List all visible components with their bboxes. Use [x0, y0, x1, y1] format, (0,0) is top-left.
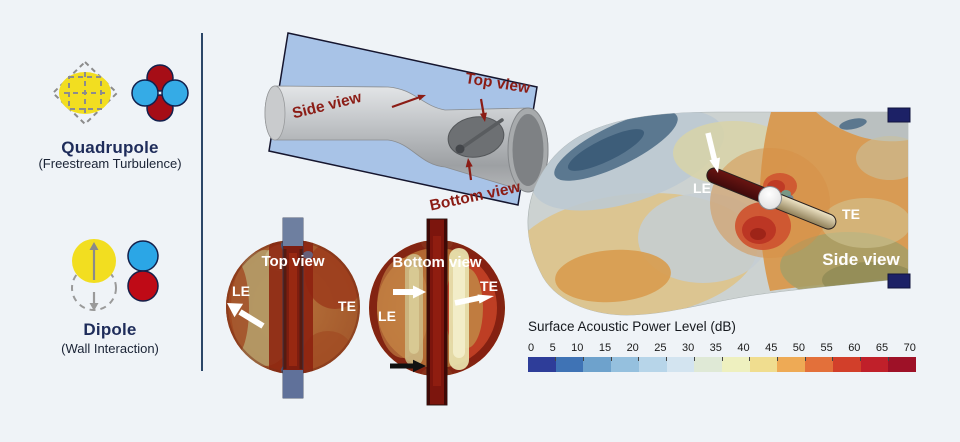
dipole-subtitle: (Wall Interaction)	[61, 341, 159, 356]
colorbar-segment	[528, 357, 556, 372]
flow-arrow	[227, 303, 265, 329]
flange-bottom	[887, 273, 911, 289]
quadrupole-lobes-icon	[131, 64, 189, 122]
tick-label: 65	[875, 342, 889, 354]
colorbar-title: Surface Acoustic Power Level (dB)	[528, 319, 736, 334]
le-label: LE	[378, 308, 396, 324]
te-label: TE	[842, 206, 860, 222]
tick-label: 35	[709, 342, 722, 354]
tick-label: 0	[528, 342, 535, 354]
le-label: LE	[693, 180, 711, 196]
bottom-view-title: Bottom view	[392, 254, 482, 271]
pipe-3d	[264, 85, 549, 193]
quadrupole-icons	[51, 60, 189, 126]
colorbar-segment	[776, 357, 806, 372]
shaft-arrow	[390, 359, 426, 373]
colorbar-segment	[887, 357, 917, 372]
tick-label: 45	[765, 342, 778, 354]
flow-arrow	[393, 285, 426, 299]
side-view-arrow	[391, 95, 421, 109]
le-label: LE	[232, 283, 250, 299]
colorbar-segment	[804, 357, 833, 372]
tick-label: 20	[626, 342, 639, 354]
colorbar-segment	[721, 357, 750, 372]
top-view-arrow	[479, 98, 485, 116]
top-view-title: Top view	[261, 253, 324, 270]
tick-label: 15	[598, 342, 612, 354]
tick-label: 25	[654, 342, 667, 354]
side-view-contour: LE TE Side view	[527, 107, 911, 316]
tick-label: 60	[848, 342, 861, 354]
panel-divider	[201, 33, 203, 371]
tick-label: 50	[792, 342, 806, 354]
colorbar-segment	[555, 357, 584, 372]
colorbar-segment	[832, 357, 861, 372]
colorbar-segment	[610, 357, 639, 372]
tick-label: 30	[681, 342, 695, 354]
valve-shaft	[426, 218, 448, 406]
tick-label: 10	[571, 342, 584, 354]
colorbar-ticks: 0 5 10 15 20 25 30 35 40 45 50 55 60 65 …	[528, 342, 916, 354]
colorbar-segment	[860, 357, 889, 372]
colorbar: Surface Acoustic Power Level (dB) 0 5 10…	[528, 319, 917, 372]
colorbar-segment	[638, 357, 667, 372]
quadrupole-subtitle: (Freestream Turbulence)	[38, 156, 182, 171]
top-view-contour: Top view LE TE	[226, 217, 360, 399]
tick-label: 40	[737, 342, 750, 354]
tick-label: 55	[820, 342, 833, 354]
flange-top	[887, 107, 911, 123]
dipole-lobes-icon	[127, 240, 159, 302]
tick-label: 5	[549, 342, 556, 354]
valve-shaft	[282, 217, 304, 399]
side-view-title: Side view	[822, 250, 900, 269]
quadrupole-source-icon	[51, 60, 119, 126]
colorbar-segment	[582, 357, 612, 372]
te-label: TE	[480, 278, 498, 294]
colorbar-segment	[749, 357, 778, 372]
te-arrow	[454, 294, 494, 306]
bottom-view-arrow	[467, 164, 473, 181]
quadrupole-title: Quadrupole	[61, 138, 159, 157]
valve-disc	[706, 167, 837, 230]
colorbar-segment	[693, 357, 723, 372]
colorbar-gradient	[528, 357, 917, 372]
te-label: TE	[338, 298, 356, 314]
side-view-contour-field	[527, 112, 909, 316]
colorbar-segment	[666, 357, 695, 372]
valve-hub	[758, 186, 782, 210]
dipole-icons	[71, 239, 159, 311]
dipole-title: Dipole	[83, 320, 137, 339]
flow-arrow	[705, 132, 720, 173]
dipole-source-icon	[71, 239, 117, 311]
tick-label: 70	[903, 342, 916, 354]
bottom-view-contour: Bottom view LE TE	[369, 218, 505, 406]
valve-disc-3d	[447, 116, 505, 158]
pipe-schematic: Side view Top view Bottom view	[264, 32, 549, 214]
